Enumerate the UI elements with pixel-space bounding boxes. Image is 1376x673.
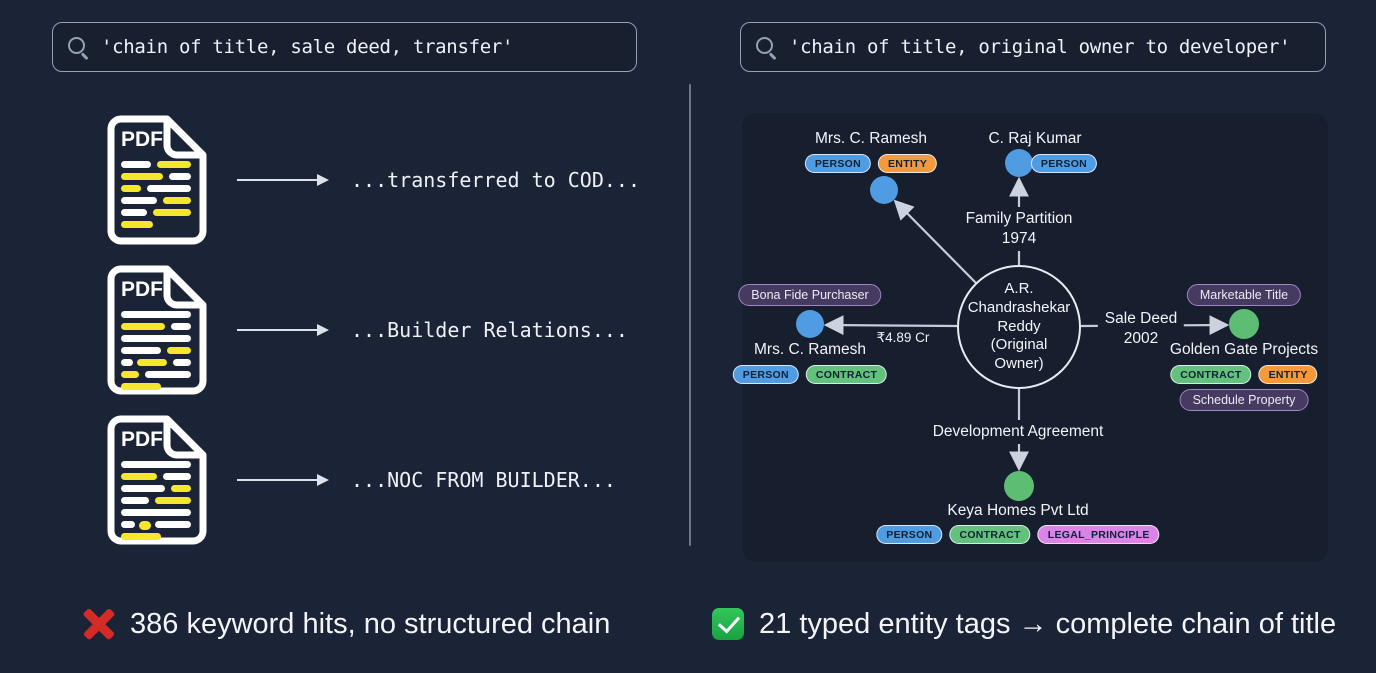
document-result-row: PDF ...Builder Relations... [107, 265, 647, 395]
red-cross-icon [83, 608, 115, 640]
keyword-hit-snippet: ...NOC FROM BUILDER... [351, 468, 616, 492]
entity-tag: ENTITY [1258, 365, 1318, 384]
center-node-label: A.R. Chandrashekar Reddy (Original Owner… [967, 280, 1071, 373]
knowledge-graph-panel: A.R. Chandrashekar Reddy (Original Owner… [732, 113, 1328, 562]
contract-tag: CONTRACT [1170, 365, 1252, 384]
property-pill-schedule-property: Schedule Property [1179, 389, 1309, 411]
edge-label-family-partition: Family Partition 1974 [958, 207, 1080, 252]
keyword-search-query: 'chain of title, sale deed, transfer' [101, 36, 514, 58]
edge-label-development-agreement: Development Agreement [925, 420, 1111, 445]
graph-node-dot-golden-gate [1229, 309, 1259, 339]
green-check-icon [712, 608, 744, 640]
node-tags: PERSON CONTRACT [732, 365, 888, 384]
node-label: C. Raj Kumar [988, 130, 1082, 147]
right-caption-text: 21 typed entity tags → complete chain of… [759, 607, 1337, 640]
edge-label-sale-deed: Sale Deed 2002 [1097, 307, 1185, 352]
pdf-label: PDF [121, 278, 163, 301]
node-label: Golden Gate Projects [1169, 341, 1319, 358]
document-result-row: PDF ...NOC FROM BUILDER... [107, 415, 647, 545]
node-tags: CONTRACT ENTITY [1170, 365, 1318, 384]
graph-node-dot-keya-homes [1004, 471, 1034, 501]
graph-node-dot-c-raj-kumar [1005, 149, 1033, 177]
person-tag: PERSON [804, 154, 872, 173]
right-result-caption: 21 typed entity tags → complete chain of… [712, 604, 1336, 644]
keyword-hit-snippet: ...transferred to COD... [351, 168, 640, 192]
keyword-search-input[interactable]: 'chain of title, sale deed, transfer' [52, 22, 637, 72]
node-tags: PERSON CONTRACT LEGAL_PRINCIPLE [876, 525, 1160, 544]
pdf-file-icon: PDF [107, 115, 207, 245]
search-icon [67, 36, 89, 58]
node-label: Mrs. C. Ramesh [815, 130, 927, 147]
entity-tag: ENTITY [878, 154, 938, 173]
left-result-caption: 386 keyword hits, no structured chain [83, 604, 610, 644]
semantic-search-input[interactable]: 'chain of title, original owner to devel… [740, 22, 1326, 72]
contract-tag: CONTRACT [949, 525, 1031, 544]
result-arrow-icon [237, 473, 329, 486]
vertical-divider [689, 84, 691, 546]
legal-principle-tag: LEGAL_PRINCIPLE [1037, 525, 1160, 544]
node-label: Mrs. C. Ramesh [754, 341, 866, 358]
graph-node-dot-mrs-c-ramesh-top [870, 176, 898, 204]
keyword-hit-snippet: ...Builder Relations... [351, 318, 628, 342]
pdf-file-icon: PDF [107, 265, 207, 395]
pdf-file-icon: PDF [107, 415, 207, 545]
person-tag: PERSON [1030, 154, 1098, 173]
node-label: Keya Homes Pvt Ltd [947, 502, 1089, 519]
property-pill-marketable-title: Marketable Title [1186, 284, 1302, 306]
node-tags: PERSON [1030, 154, 1098, 173]
property-pill-bona-fide-purchaser: Bona Fide Purchaser [738, 284, 882, 306]
search-icon [755, 36, 777, 58]
graph-center-node: A.R. Chandrashekar Reddy (Original Owner… [957, 265, 1081, 389]
document-result-row: PDF ...transferred to COD... [107, 115, 647, 245]
semantic-search-query: 'chain of title, original owner to devel… [789, 36, 1291, 58]
person-tag: PERSON [876, 525, 943, 544]
contract-tag: CONTRACT [805, 365, 888, 384]
edge-label-price: ₹4.89 Cr [876, 330, 930, 345]
person-tag: PERSON [732, 365, 799, 384]
pdf-label: PDF [121, 428, 163, 451]
result-arrow-icon [237, 173, 329, 186]
result-arrow-icon [237, 323, 329, 336]
left-caption-text: 386 keyword hits, no structured chain [130, 607, 611, 640]
pdf-label: PDF [121, 128, 163, 151]
node-tags: PERSON ENTITY [804, 154, 938, 173]
graph-node-dot-mrs-c-ramesh-left [796, 310, 824, 338]
